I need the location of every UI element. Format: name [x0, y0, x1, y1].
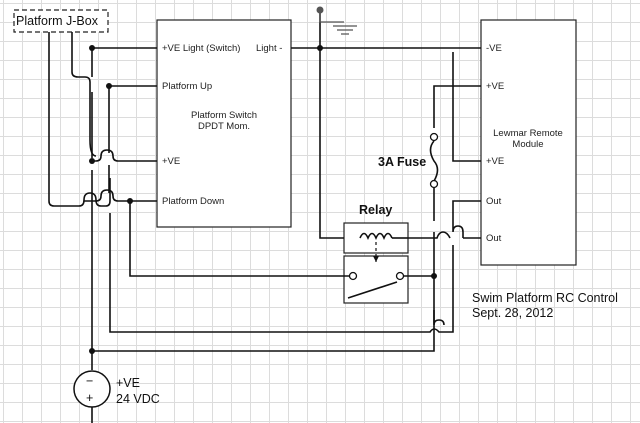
- relay-contact-left: [348, 271, 358, 281]
- remote-title-line-2: Module: [512, 139, 543, 150]
- wire-remote-ve2: [452, 52, 481, 162]
- junction-dot: [127, 198, 133, 204]
- caption-title: Swim Platform RC Control: [472, 291, 618, 305]
- wire-remote-out2: [408, 231, 481, 239]
- wire-lower-return-3: [92, 310, 435, 352]
- remote-pin-out-1: Out: [486, 196, 502, 207]
- wire-remote-out1: [452, 200, 481, 238]
- remote-pin-negative: -VE: [486, 43, 502, 54]
- relay-armature-arrow: [373, 256, 379, 262]
- relay-coil: [359, 232, 393, 240]
- wire-relay-left: [129, 201, 349, 277]
- switch-title-line-1: Platform Switch: [191, 110, 257, 121]
- junction-dot: [89, 158, 95, 164]
- jbox-block: [13, 9, 109, 33]
- wire-ground-drop: [319, 10, 344, 239]
- battery-positive-label: +VE: [116, 376, 140, 390]
- wire-platform-down: [84, 189, 157, 202]
- remote-pin-positive-1: +VE: [486, 81, 504, 92]
- junction-dot: [106, 83, 112, 89]
- relay-switch-arm: [347, 281, 398, 299]
- relay-contact-right: [395, 271, 405, 281]
- remote-pin-out-2: Out: [486, 233, 502, 244]
- ground-symbol: [319, 10, 357, 35]
- switch-title-line-2: DPDT Mom.: [198, 121, 250, 132]
- junction-dot: [89, 45, 95, 51]
- switch-pin-ve: +VE: [162, 156, 180, 167]
- fuse-label: 3A Fuse: [378, 155, 426, 169]
- junction-dot: [89, 348, 95, 354]
- fuse-terminal-top: [429, 132, 439, 142]
- wire-platform-up: [108, 85, 157, 193]
- jbox-lead-1: [48, 32, 111, 207]
- battery-voltage-label: 24 VDC: [116, 392, 160, 406]
- switch-pin-light-minus: Light -: [256, 43, 282, 54]
- caption-date: Sept. 28, 2012: [472, 306, 553, 320]
- wire-ve: [90, 149, 157, 162]
- platform-switch-block: [156, 19, 292, 228]
- remote-title-line-1: Lewmar Remote: [493, 128, 563, 139]
- remote-pin-positive-2: +VE: [486, 156, 504, 167]
- jbox-lead-2: [71, 32, 97, 157]
- fuse-terminal-bottom: [429, 179, 439, 189]
- battery-minus-sign: −: [86, 374, 93, 388]
- battery-plus-sign: +: [86, 391, 93, 405]
- fuse-element: [429, 140, 439, 182]
- junction-dot: [431, 273, 437, 279]
- junction-dot: [317, 45, 323, 51]
- switch-pin-ve-light: +VE Light (Switch): [162, 43, 240, 54]
- relay-label: Relay: [359, 203, 392, 217]
- ground-node: [316, 6, 324, 14]
- switch-pin-platform-up: Platform Up: [162, 81, 212, 92]
- wire-remote-ve1: [433, 85, 481, 221]
- lewmar-remote-block: [480, 19, 577, 266]
- switch-pin-platform-down: Platform Down: [162, 196, 224, 207]
- jbox-label: Platform J-Box: [16, 14, 99, 28]
